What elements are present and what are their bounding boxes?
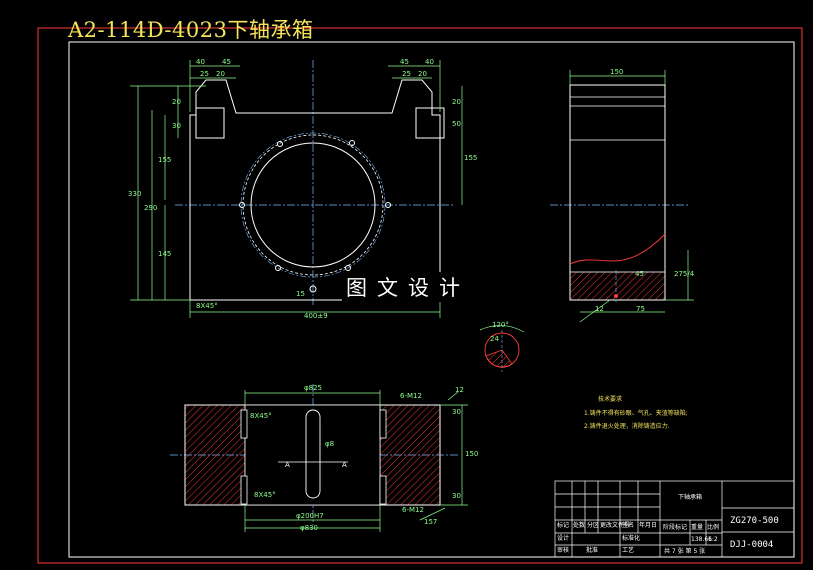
dim-plan-top-12: 12 <box>455 386 464 394</box>
dim-front-top-6: 40 <box>425 58 434 66</box>
dim-front-top-1: 40 <box>196 58 205 66</box>
dim-plan-top-thread: 6-M12 <box>400 392 422 400</box>
plan-view <box>170 384 468 532</box>
section-mark-left: A <box>285 461 290 469</box>
tb-label-weight: 重量 <box>691 523 703 531</box>
dim-front-15: 15 <box>296 290 305 298</box>
tb-drawing-no: DJJ-0004 <box>730 540 773 550</box>
dim-front-left-6: 145 <box>158 250 171 258</box>
dim-side-12: 12 <box>595 305 604 313</box>
tb-material: ZG270-500 <box>730 516 779 526</box>
watermark-text: 图文设计 <box>342 272 474 302</box>
side-view <box>550 70 694 323</box>
drawing-title: A2-114D-4023下轴承箱 <box>68 18 314 42</box>
front-view <box>130 60 463 318</box>
dim-plan-pin: φ8 <box>325 440 334 448</box>
tb-label-sign: 签名 <box>622 521 634 529</box>
outer-frame <box>37 27 803 564</box>
tb-label-review: 审核 <box>557 546 569 554</box>
dim-plan-right-2: 150 <box>465 450 478 458</box>
tech-req-heading: 技术要求 <box>598 395 622 403</box>
dim-front-left-2: 30 <box>172 122 181 130</box>
tb-scale: 1:2 <box>708 536 718 543</box>
section-mark-right: A <box>342 461 347 469</box>
dim-plan-bore: φ200H7 <box>296 512 324 520</box>
dim-plan-chamfer-top: 8X45° <box>250 412 272 420</box>
tb-part-name: 下轴承箱 <box>678 493 702 501</box>
tb-label-count: 处数 <box>573 521 585 529</box>
dim-front-chamfer: 8X45° <box>196 302 218 310</box>
dim-plan-top-dia: φ825 <box>304 384 322 392</box>
dim-detail-24: 24 <box>490 335 499 343</box>
dim-plan-157: 157 <box>424 518 437 526</box>
dim-front-right-3: 155 <box>464 154 477 162</box>
tb-label-change: 更改文件号 <box>600 521 630 529</box>
tb-label-date: 年月日 <box>639 521 657 529</box>
tb-weight: 138.66 <box>691 536 712 543</box>
tb-label-scale: 比例 <box>707 523 719 531</box>
dim-plan-bottom-thread: 6-M12 <box>402 506 424 514</box>
dim-front-left-4: 330 <box>128 190 141 198</box>
dim-front-width: 400±9 <box>304 312 328 320</box>
tb-label-zone: 分区 <box>587 521 599 529</box>
tech-req-item-1: 1.铸件不得有砂眼、气孔、夹渣等缺陷; <box>584 409 688 417</box>
dim-front-top-4: 20 <box>216 70 225 78</box>
tb-label-approve: 批准 <box>586 546 598 554</box>
dim-front-right-2: 50 <box>452 120 461 128</box>
dim-detail-angle: 120° <box>492 321 509 329</box>
dim-side-75: 75 <box>636 305 645 313</box>
dim-plan-right-3: 30 <box>452 492 461 500</box>
dim-front-top-7: 25 <box>402 70 411 78</box>
dim-front-left-5: 290 <box>144 204 157 212</box>
tb-label-process: 工艺 <box>622 546 634 554</box>
tb-label-design: 设计 <box>557 534 569 542</box>
dim-side-45: 45 <box>635 270 644 278</box>
dim-side-height: 275/4 <box>674 270 695 278</box>
dim-front-left-1: 20 <box>172 98 181 106</box>
dim-plan-outer: φ830 <box>300 524 318 532</box>
dim-front-left-3: 155 <box>158 156 171 164</box>
dim-front-right-1: 20 <box>452 98 461 106</box>
inner-frame <box>68 41 795 558</box>
tb-sheet: 共 7 张 第 5 张 <box>664 547 705 555</box>
dim-front-top-8: 20 <box>418 70 427 78</box>
dim-plan-right-1: 30 <box>452 408 461 416</box>
dim-front-top-2: 45 <box>222 58 231 66</box>
tb-label-stage: 阶段标记 <box>663 523 687 531</box>
detail-view <box>479 325 525 372</box>
dim-side-width: 150 <box>610 68 623 76</box>
dim-plan-chamfer-bottom: 8X45° <box>254 491 276 499</box>
dim-front-top-3: 25 <box>200 70 209 78</box>
tb-label-mark: 标记 <box>557 521 569 529</box>
tech-req-item-2: 2.铸件退火处理，消除铸造应力. <box>584 422 670 430</box>
tb-label-standard: 标准化 <box>622 534 640 542</box>
dim-front-top-5: 45 <box>400 58 409 66</box>
title-block <box>554 480 795 558</box>
